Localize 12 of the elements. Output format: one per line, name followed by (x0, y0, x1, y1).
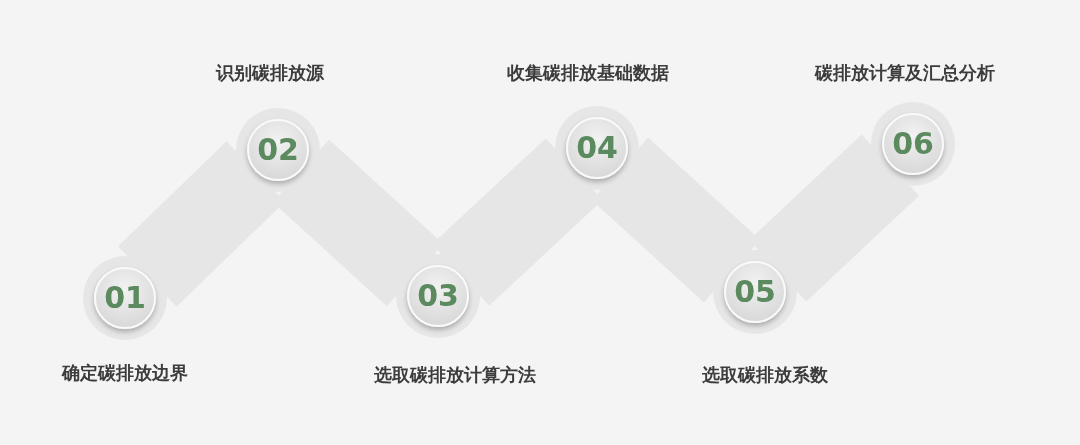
step-label: 收集碳排放基础数据 (507, 62, 669, 84)
step-number: 04 (576, 133, 618, 163)
step-number: 05 (734, 277, 776, 307)
step-number: 02 (257, 135, 299, 165)
step-label: 选取碳排放系数 (702, 364, 828, 386)
step-label: 碳排放计算及汇总分析 (815, 62, 995, 84)
step-label: 选取碳排放计算方法 (374, 364, 536, 386)
step-number: 03 (417, 281, 459, 311)
step-label: 识别碳排放源 (216, 62, 324, 84)
step-label: 确定碳排放边界 (62, 362, 188, 384)
step-number: 06 (892, 129, 934, 159)
step-number: 01 (104, 283, 146, 313)
